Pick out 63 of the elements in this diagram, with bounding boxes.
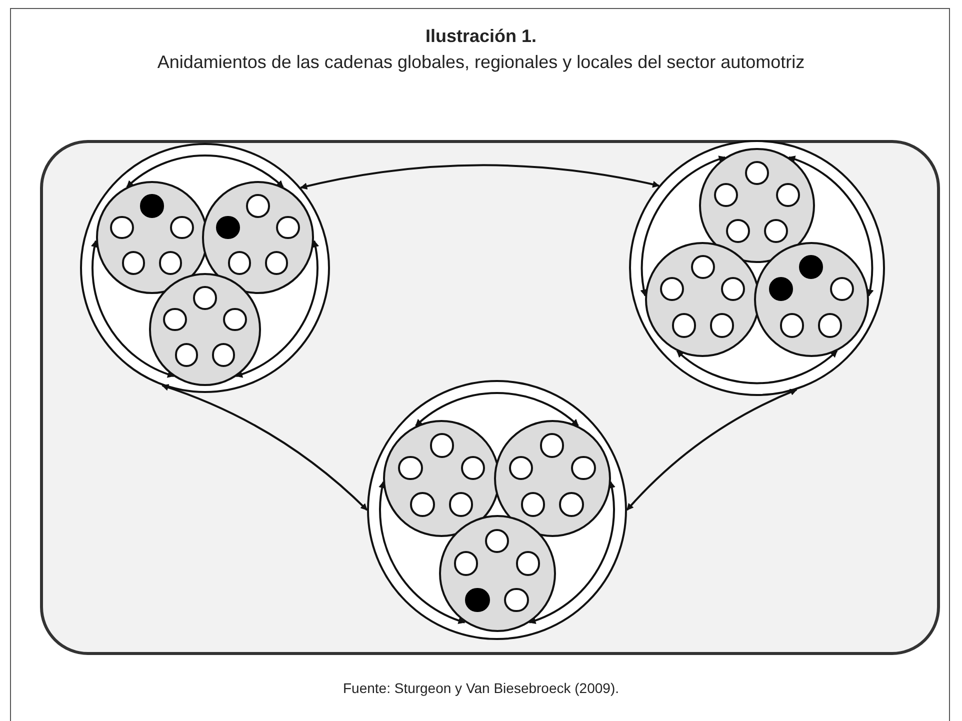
- group-circle: [202, 181, 314, 294]
- double-arrow: [300, 164, 660, 190]
- small-circle: [672, 313, 696, 338]
- small-circle: [690, 254, 715, 280]
- small-circle: [780, 313, 804, 338]
- small-circle: [223, 308, 247, 332]
- small-circle: [721, 277, 746, 302]
- small-circle: [516, 551, 540, 576]
- small-circle: [410, 492, 435, 517]
- small-circle: [398, 456, 423, 480]
- small-circle: [776, 183, 800, 208]
- small-circle: [276, 216, 300, 240]
- double-arrow: [788, 156, 874, 296]
- small-circle: [710, 313, 734, 338]
- double-arrow: [676, 350, 838, 384]
- small-circle: [122, 251, 146, 275]
- small-circle: [448, 492, 474, 517]
- figure-title: Ilustración 1.: [425, 26, 537, 46]
- small-circle: [170, 216, 194, 240]
- double-arrow: [640, 156, 726, 296]
- group-circle: [754, 242, 869, 357]
- small-circle: [818, 313, 842, 338]
- small-circle: [174, 342, 198, 367]
- filled-dot: [216, 216, 240, 240]
- small-circle: [246, 194, 270, 218]
- small-circle: [454, 551, 478, 576]
- figure-subtitle: Anidamientos de las cadenas globales, regionales y locales del sector automotriz: [157, 52, 805, 72]
- filled-dot: [768, 277, 793, 302]
- source-caption: Fuente: Sturgeon y Van Biesebroeck (2009).: [342, 680, 619, 696]
- double-arrow: [126, 154, 284, 188]
- filled-dot: [465, 588, 490, 612]
- small-circle: [460, 456, 486, 480]
- small-circle: [484, 528, 510, 554]
- small-circle: [744, 160, 770, 186]
- small-circle: [520, 492, 546, 517]
- filled-dot: [799, 254, 824, 280]
- small-circle: [430, 433, 454, 458]
- double-arrow: [91, 240, 175, 378]
- double-arrow: [235, 240, 319, 378]
- filled-dot: [140, 194, 164, 218]
- small-circle: [764, 219, 788, 244]
- double-arrow: [626, 388, 798, 511]
- small-circle: [212, 342, 236, 367]
- small-circle: [264, 251, 288, 275]
- small-circle: [163, 308, 187, 332]
- small-circle: [110, 216, 134, 240]
- small-circle: [158, 251, 182, 275]
- small-circle: [830, 277, 854, 302]
- small-circle: [540, 433, 564, 458]
- small-circle: [559, 492, 584, 517]
- double-arrow: [528, 481, 616, 624]
- small-circle: [726, 219, 750, 244]
- small-circle: [714, 183, 738, 208]
- small-circle: [508, 456, 534, 480]
- double-arrow: [415, 392, 579, 427]
- double-arrow: [162, 384, 368, 511]
- frame-box: [40, 140, 940, 655]
- double-arrow: [378, 481, 466, 624]
- small-circle: [660, 277, 684, 302]
- small-circle: [193, 286, 217, 310]
- small-circle: [571, 456, 596, 480]
- small-circle: [228, 251, 252, 275]
- small-circle: [504, 588, 529, 612]
